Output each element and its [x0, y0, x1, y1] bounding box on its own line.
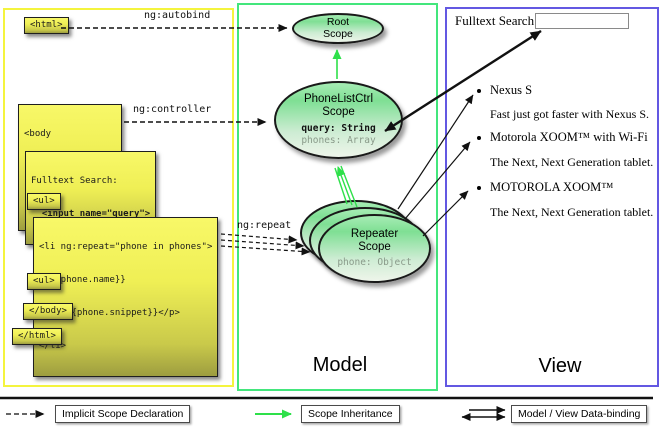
scope-prop-phone: phone: Object [337, 257, 412, 268]
bullet-icon [477, 89, 481, 93]
scope-prop-phones: phones: Array [301, 135, 376, 146]
view-item-name: Motorola XOOM™ with Wi-Fi [490, 130, 648, 144]
legend-scope-inheritance-box: Scope Inheritance [301, 405, 400, 423]
code-line: Fulltext Search: [31, 176, 118, 186]
repeater-scope-ellipse-front: Repeater Scope phone: Object [318, 214, 431, 283]
code-line: <body [24, 129, 52, 139]
code-line: <p>{{phone.snippet}}</p> [39, 308, 180, 318]
code-box-ul-open-2: <ul> [27, 273, 61, 290]
root-scope-ellipse: Root Scope [292, 13, 384, 44]
legend-label: Model / View Data-binding [518, 408, 641, 420]
code-line: {{phone.name}} [39, 275, 126, 285]
scope-name: Repeater Scope [350, 228, 399, 253]
legend-label: Implicit Scope Declaration [62, 408, 184, 420]
code-line: <ul> [33, 276, 55, 286]
scope-name: PhoneListCtrl Scope [303, 93, 374, 118]
view-item-name: MOTOROLA XOOM™ [490, 180, 614, 194]
code-box-body-close: </body> [23, 303, 73, 320]
legend-label: Scope Inheritance [308, 408, 393, 420]
legend-implicit-scope-box: Implicit Scope Declaration [55, 405, 191, 423]
ng-repeat-label: ng:repeat [237, 220, 292, 231]
code-box-li-repeat: <li ng:repeat="phone in phones"> {{phone… [33, 217, 219, 377]
code-line: <li ng:repeat="phone in phones"> [39, 242, 213, 252]
legend-databinding-box: Model / View Data-binding [511, 405, 648, 423]
ng-controller-label: ng:controller [133, 104, 212, 115]
code-box-ul-open: <ul> [27, 193, 61, 210]
view-search-label: Fulltext Search: [455, 13, 538, 28]
code-box-html-open: <html> [24, 17, 69, 34]
code-box-html-close: </html> [12, 328, 62, 345]
bullet-icon [477, 186, 481, 190]
scope-name: Root Scope [323, 16, 353, 40]
scope-prop-query: query: String [301, 123, 376, 134]
code-line: </li> [39, 341, 67, 351]
code-line: </body> [29, 306, 67, 316]
view-item-snippet: Fast just got faster with Nexus S. [490, 107, 649, 121]
view-item-snippet: The Next, Next Generation tablet. [490, 205, 654, 219]
view-search-input[interactable] [535, 13, 629, 29]
code-line: <html> [30, 20, 63, 30]
code-line: <input name="query"> [31, 209, 151, 219]
ng-autobind-label: ng:autobind [144, 10, 211, 21]
model-panel-title: Model [312, 354, 368, 376]
code-line: </html> [18, 331, 56, 341]
view-panel-title: View [538, 355, 582, 377]
view-panel [445, 7, 659, 387]
code-line: <ul> [33, 196, 55, 206]
bullet-icon [477, 136, 481, 140]
view-item-snippet: The Next, Next Generation tablet. [490, 155, 654, 169]
phonelistctrl-scope-ellipse: PhoneListCtrl Scope query: String phones… [274, 81, 403, 159]
model-panel [237, 3, 438, 391]
view-item-name: Nexus S [490, 83, 533, 97]
